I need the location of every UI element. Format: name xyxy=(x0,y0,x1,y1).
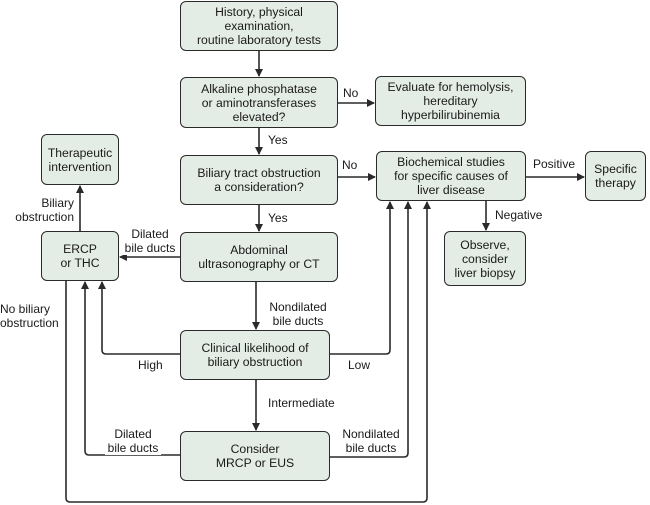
label-alkaline-no: No xyxy=(343,86,359,100)
label-dilated-from-consider: Dilated bile ducts xyxy=(105,427,161,455)
node-evaluate-hemolysis: Evaluate for hemolysis, hereditary hyper… xyxy=(375,76,526,126)
label-biliary-obstruction: Biliary obstruction xyxy=(14,196,74,224)
node-biochemical-studies: Biochemical studies for specific causes … xyxy=(376,151,526,201)
edge-clinical-ercp-high xyxy=(98,281,180,355)
node-consider-mrcp-eus: Consider MRCP or EUS xyxy=(180,431,330,481)
node-ercp-thc: ERCP or THC xyxy=(41,231,119,281)
node-alkaline-elevated: Alkaline phosphatase or aminotransferase… xyxy=(180,77,338,128)
label-high: High xyxy=(138,358,163,372)
label-nondilated-from-abdominal: Nondilated bile ducts xyxy=(265,300,331,328)
label-intermediate: Intermediate xyxy=(268,396,335,410)
edge-consider-biochemical xyxy=(330,201,412,458)
label-low: Low xyxy=(348,358,371,372)
label-biliary-yes: Yes xyxy=(268,211,288,225)
edge-ercp-biochemical xyxy=(65,201,431,503)
label-dilated-from-abdominal: Dilated bile ducts xyxy=(122,227,178,255)
node-abdominal-imaging: Abdominal ultrasonography or CT xyxy=(180,232,338,282)
node-history: History, physical examination, routine l… xyxy=(180,1,338,51)
label-no-biliary-obstruction: No biliary obstruction xyxy=(0,302,59,330)
node-observe-biopsy: Observe, consider liver biopsy xyxy=(444,231,526,286)
node-biliary-tract-obstruction: Biliary tract obstruction a consideratio… xyxy=(180,155,338,205)
edge-clinical-biochemical-low xyxy=(330,201,394,355)
label-nondilated-from-consider: Nondilated bile ducts xyxy=(339,427,403,455)
node-specific-therapy: Specific therapy xyxy=(585,151,646,201)
edge-consider-ercp xyxy=(81,281,180,456)
label-positive: Positive xyxy=(533,157,576,171)
node-clinical-likelihood: Clinical likelihood of biliary obstructi… xyxy=(180,330,330,380)
label-alkaline-yes: Yes xyxy=(268,133,288,147)
label-biliary-no: No xyxy=(342,158,358,172)
label-negative: Negative xyxy=(495,208,543,222)
node-therapeutic-intervention: Therapeutic intervention xyxy=(41,134,119,185)
